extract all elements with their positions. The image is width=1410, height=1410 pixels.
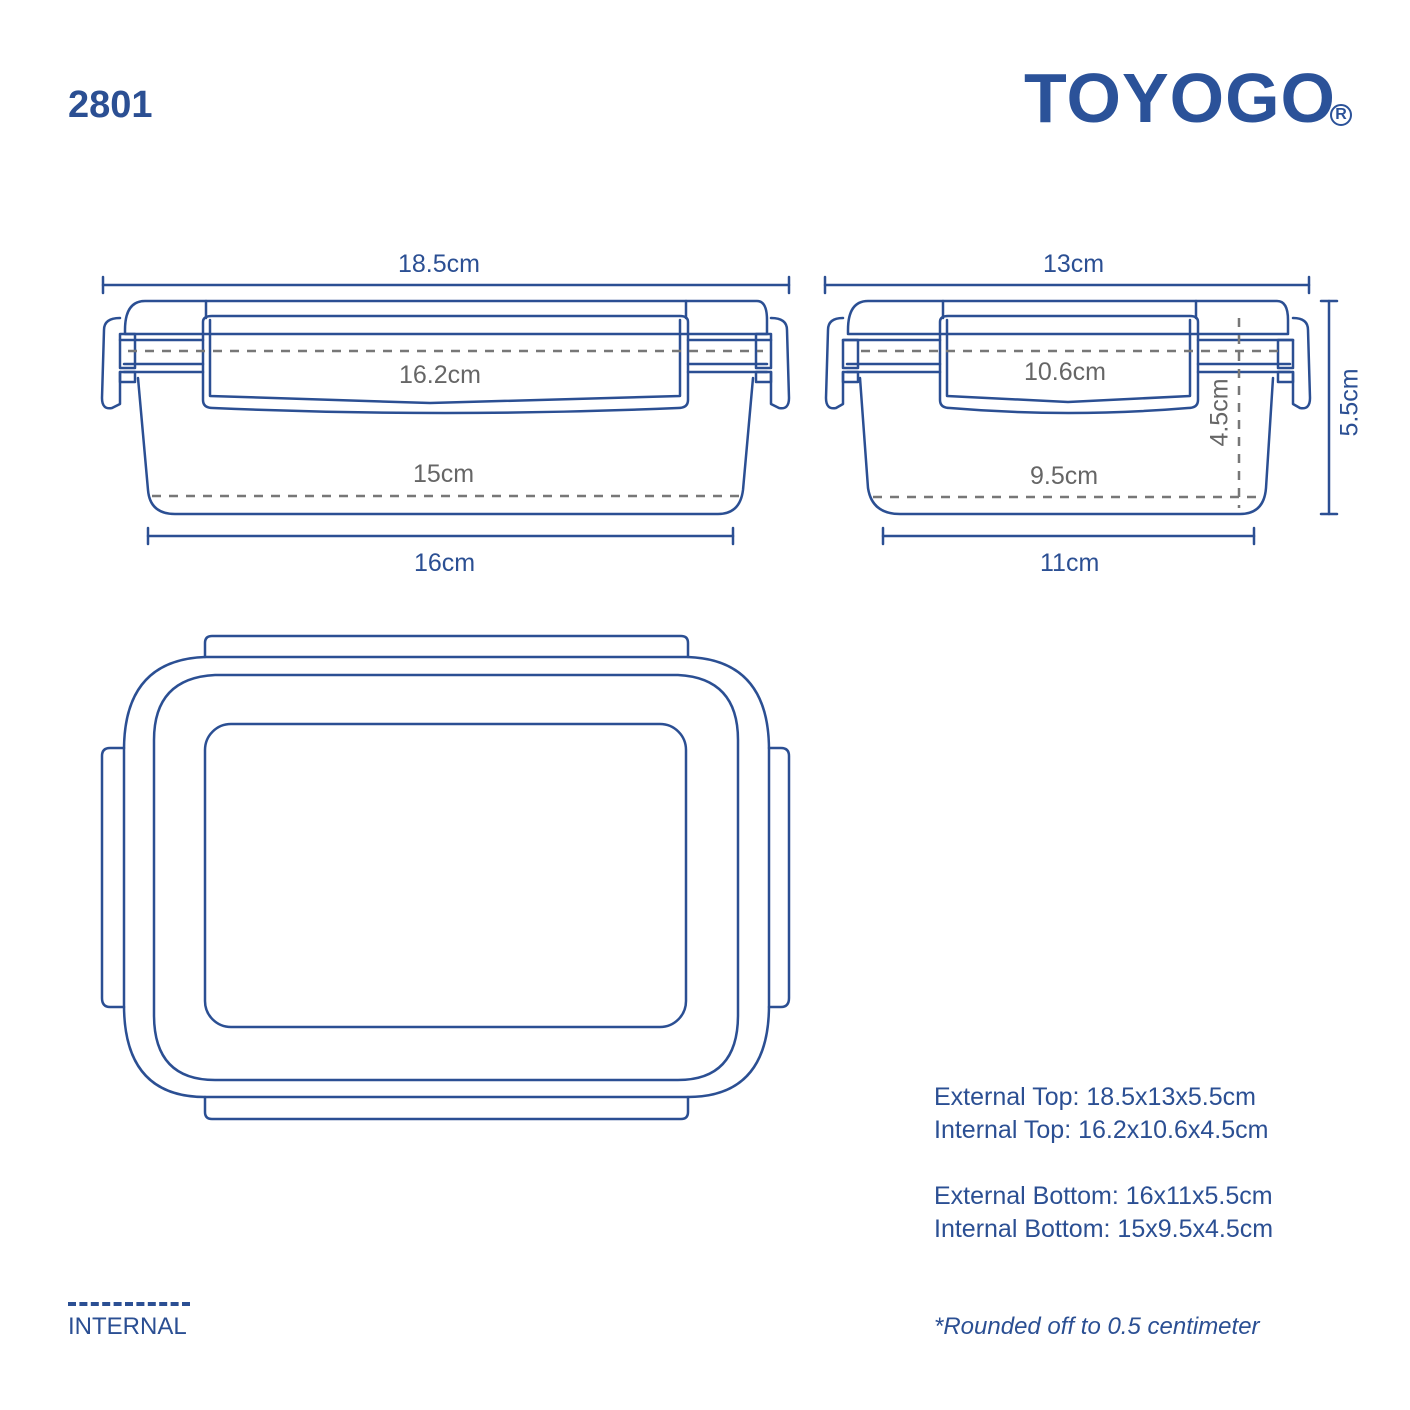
dim-external-bottom-width-long: 16cm xyxy=(414,549,476,577)
dim-external-height: 5.5cm xyxy=(1335,368,1364,437)
spec-internal-bottom: Internal Bottom: 15x9.5x4.5cm xyxy=(934,1215,1274,1243)
dim-external-top-width-long: 18.5cm xyxy=(398,250,480,278)
dim-external-bottom-width-short: 11cm xyxy=(1040,549,1100,577)
legend-internal-label: INTERNAL xyxy=(68,1313,187,1340)
dim-internal-top-width-short: 10.6cm xyxy=(1024,358,1106,386)
dim-internal-height: 4.5cm xyxy=(1205,378,1234,447)
spec-internal-top: Internal Top: 16.2x10.6x4.5cm xyxy=(934,1116,1269,1144)
rounding-footnote: *Rounded off to 0.5 centimeter xyxy=(934,1313,1260,1340)
long-side-view xyxy=(100,275,791,546)
dashed-line-icon xyxy=(68,1302,190,1306)
spec-external-top: External Top: 18.5x13x5.5cm xyxy=(934,1083,1256,1111)
dim-internal-bottom-width-short: 9.5cm xyxy=(1030,462,1099,490)
brand-logo: TOYOGO xyxy=(1024,59,1336,137)
top-view xyxy=(100,634,791,1121)
dim-internal-bottom-width-long: 15cm xyxy=(413,460,475,488)
registered-mark-icon: R xyxy=(1330,104,1352,126)
dim-internal-top-width-long: 16.2cm xyxy=(399,361,481,389)
dim-external-top-width-short: 13cm xyxy=(1043,250,1105,278)
internal-dashed-lines xyxy=(128,318,1278,508)
short-side-view xyxy=(823,275,1339,546)
spec-external-bottom: External Bottom: 16x11x5.5cm xyxy=(934,1182,1273,1210)
model-number: 2801 xyxy=(68,84,153,126)
